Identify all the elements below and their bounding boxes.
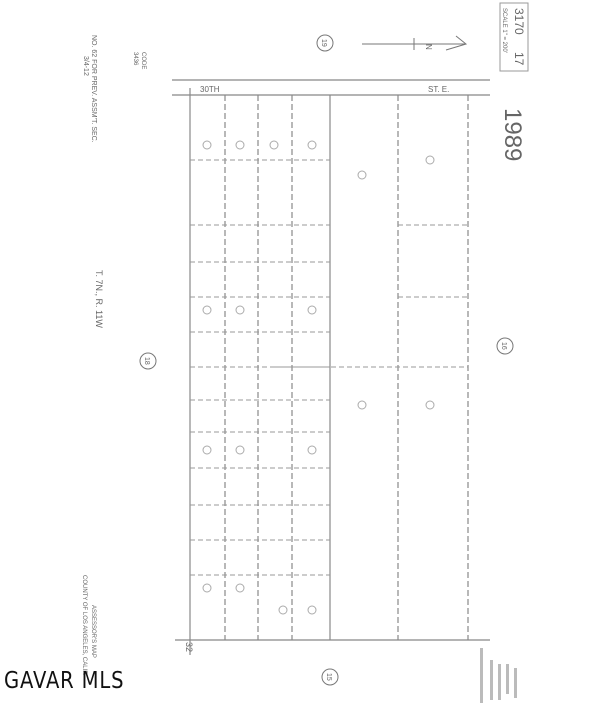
parcel-markers <box>202 140 435 615</box>
county-title: ASSESSOR'S MAP <box>90 605 96 658</box>
county-name: COUNTY OF LOS ANGELES, CALIF. <box>81 575 87 675</box>
parcel-lines <box>190 159 468 576</box>
corner-number: 32 <box>184 642 194 652</box>
township-range: T. 7N., R. 11W <box>94 270 104 328</box>
section-16-circle <box>496 337 514 355</box>
scale-label: SCALE 1" = 200' <box>501 8 507 53</box>
prev-assmt-ref: 3/4-12 <box>82 56 89 76</box>
section-15: 15 <box>325 673 332 681</box>
section-circles <box>139 34 514 686</box>
mls-watermark: GAVAR MLS <box>4 668 125 694</box>
stamp-block <box>480 648 517 703</box>
year: 1989 <box>499 108 526 161</box>
north-label: N <box>424 44 433 50</box>
sheet-box <box>499 2 529 72</box>
north-arrow-icon <box>362 35 468 51</box>
section-18-circle <box>139 352 157 370</box>
section-18: 18 <box>143 357 150 365</box>
code-value: 3436 <box>132 52 138 66</box>
section-16: 16 <box>500 342 507 350</box>
prev-assmt: NO. 62 FOR PREV. ASSM'T. SEC. <box>90 35 97 143</box>
book-page: 3170 <box>512 8 526 35</box>
street-label-right: ST. E. <box>428 85 449 94</box>
section-19-circle <box>316 34 334 52</box>
sheet-number: 17 <box>512 52 526 66</box>
section-15-circle <box>321 668 339 686</box>
code-label: CODE <box>140 52 146 69</box>
section-19: 19 <box>320 39 327 47</box>
street-label-left: 30TH <box>200 85 220 94</box>
